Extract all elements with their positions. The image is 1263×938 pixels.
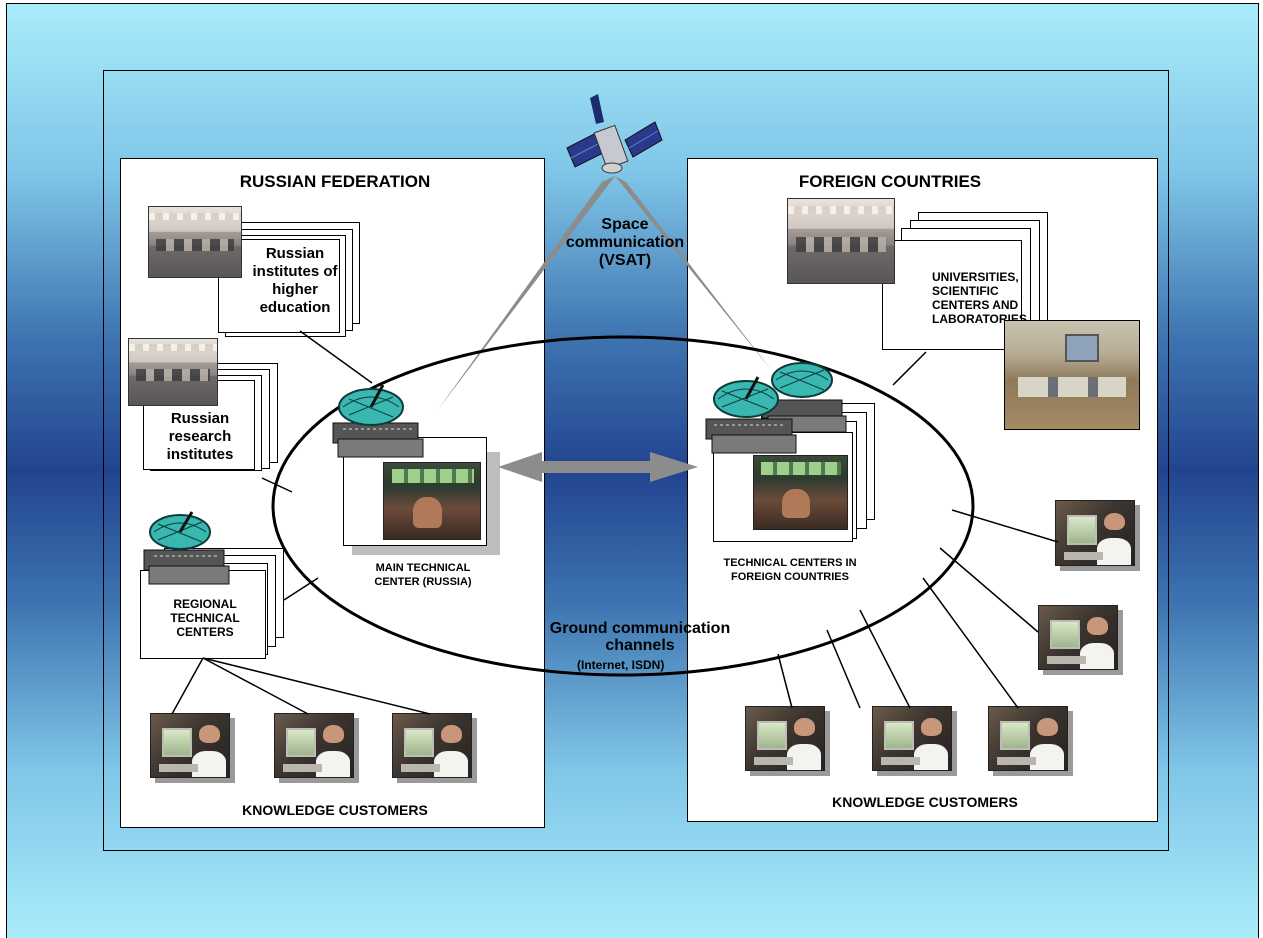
satellite-dish-icon (705, 376, 797, 454)
main-center-label: MAIN TECHNICAL CENTER (RUSSIA) (374, 562, 472, 588)
foreign-universities-card (882, 240, 1022, 350)
ground-communication-sub-label: (Internet, ISDN) (577, 658, 665, 672)
connector-line (202, 657, 309, 715)
russian-universities-label: Russian institutes of higher education (252, 245, 338, 316)
office-photo (787, 198, 895, 284)
foreign-countries-title: FOREIGN COUNTRIES (798, 172, 982, 191)
office-photo (128, 338, 218, 406)
exchange-arrow (498, 452, 698, 482)
ground-network-ellipse (271, 335, 975, 677)
satellite-dish-icon (332, 384, 424, 458)
satellite-icon (566, 94, 663, 174)
space-communication-label: Space communication (VSAT) (565, 216, 685, 269)
connector-line (202, 657, 431, 715)
foreign-universities-label: UNIVERSITIES, SCIENTIFIC CENTERS AND LAB… (932, 270, 1027, 326)
foreign-customers-label: KNOWLEDGE CUSTOMERS (832, 794, 1018, 810)
connector-line (892, 351, 927, 386)
connector-line (951, 509, 1059, 543)
foreign-tech-centers-label: TECHNICAL CENTERS IN FOREIGN COUNTRIES (723, 557, 857, 583)
russian-research-label: Russian research institutes (166, 410, 234, 463)
connector-line (859, 609, 911, 709)
computer-user-photo (745, 706, 825, 771)
computer-user-photo (274, 713, 354, 778)
space-beam-right (615, 176, 772, 371)
regional-centers-label: REGIONAL TECHNICAL CENTERS (170, 597, 240, 639)
computer-user-photo (988, 706, 1068, 771)
connection-lines (171, 330, 1059, 715)
control-room-photo (383, 462, 481, 540)
connector-line (283, 577, 319, 601)
computer-user-photo (1038, 605, 1118, 670)
russian-customers-label: KNOWLEDGE CUSTOMERS (242, 802, 428, 818)
classroom-photo (1004, 320, 1140, 430)
connector-line (777, 653, 793, 709)
connector-line (922, 577, 1019, 709)
computer-user-photo (872, 706, 952, 771)
connector-line (171, 657, 204, 715)
regional-centers-card (140, 570, 266, 659)
connector-line (939, 547, 1039, 633)
computer-user-photo (150, 713, 230, 778)
computer-user-photo (392, 713, 472, 778)
satellite-dish-icon (143, 511, 230, 585)
russian-federation-title: RUSSIAN FEDERATION (239, 172, 431, 191)
ground-communication-label: Ground communication channels (549, 620, 731, 654)
diagram-frame (103, 70, 1169, 851)
computer-user-photo (1055, 500, 1135, 566)
connector-line (299, 330, 373, 384)
office-photo (148, 206, 242, 278)
space-beam-left (437, 176, 615, 411)
control-room-photo (753, 455, 848, 530)
